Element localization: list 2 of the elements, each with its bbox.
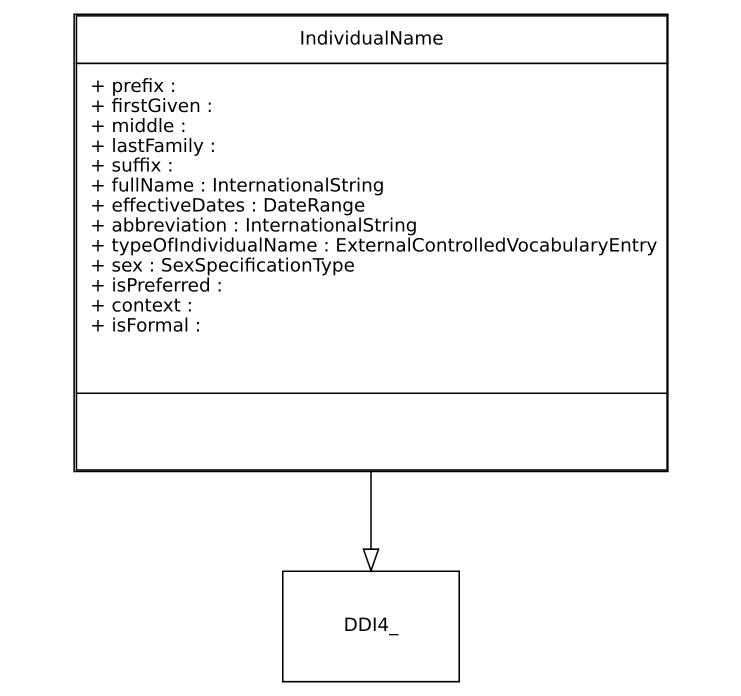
arrow	[362, 472, 380, 573]
node-box: DDI4_	[282, 570, 460, 682]
